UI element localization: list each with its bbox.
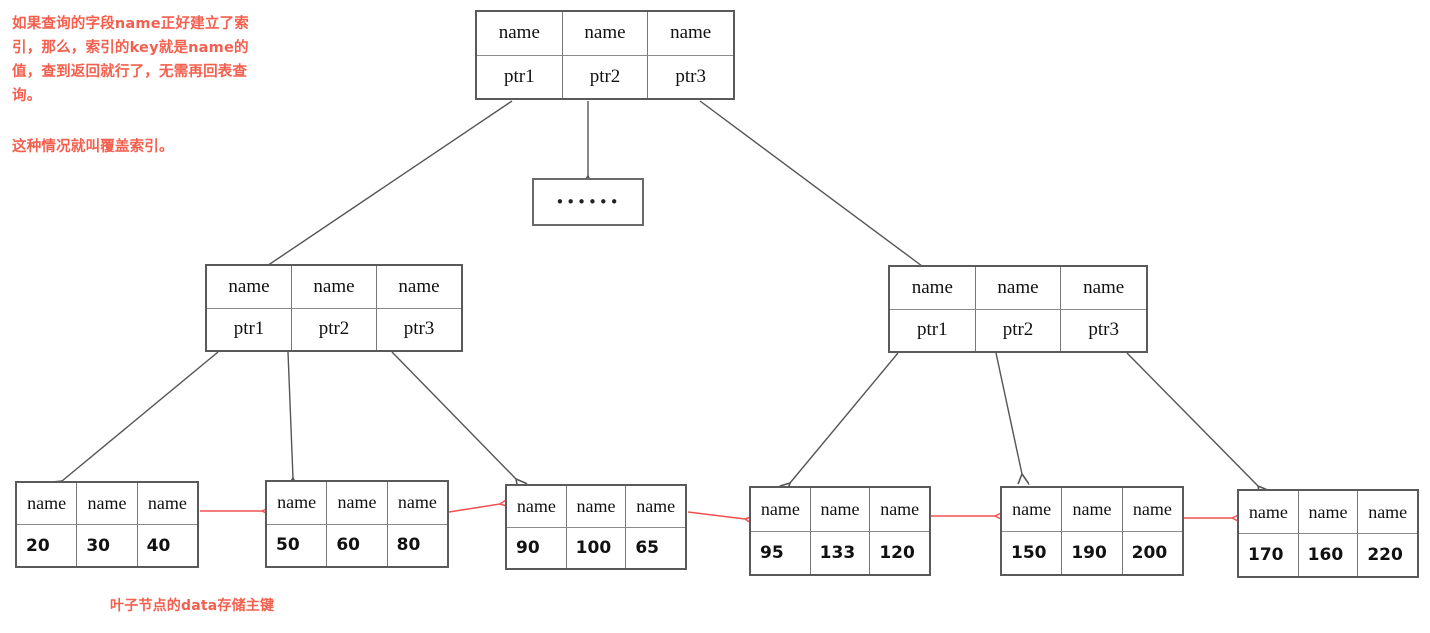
leaf-5-key-cell-3: name — [1132, 498, 1172, 519]
internal-node-right[interactable]: name name name ptr1 ptr2 ptr3 — [888, 265, 1148, 353]
leaf-1-key-cell-2: name — [77, 483, 138, 524]
leaf-5-data-cell-3: 200 — [1131, 542, 1168, 563]
leaf-1-key-cell-1: name — [17, 483, 78, 524]
root-key-row: name name name — [477, 12, 733, 56]
annotation-covering-index-term: 这种情况就叫覆盖索引。 — [12, 139, 174, 155]
internal-left-key-cell-2: name — [292, 266, 377, 308]
leaf-2-data-cell-3: 80 — [396, 535, 421, 556]
annotation-covering-index-explanation: 如果查询的字段name正好建立了索引，那么，索引的key就是name的值，查到返… — [12, 16, 249, 104]
leaf-2-data-cell-2: 60 — [327, 524, 388, 566]
leaf-3-data-cell-1: 90 — [507, 527, 567, 568]
leaf-node-4[interactable]: name name name 95 133 120 — [749, 486, 931, 576]
leaf-6-data-cell-3: 220 — [1367, 545, 1403, 565]
leaf-4-key-cell-2: name — [811, 488, 871, 531]
leaf-5-data-cell-2: 190 — [1062, 531, 1123, 574]
internal-node-left[interactable]: name name name ptr1 ptr2 ptr3 — [205, 264, 463, 352]
leaf-5-key-cell-2: name — [1062, 488, 1123, 531]
internal-right-key-cell-3: name — [1083, 276, 1125, 298]
leaf-5-data-cell-1: 150 — [1002, 531, 1063, 574]
internal-right-pointer-cell-3: ptr3 — [1088, 319, 1119, 341]
internal-left-key-cell-3: name — [398, 275, 440, 297]
leaf-1-data-cell-1: 20 — [17, 525, 78, 566]
leaf-4-data-cell-3: 120 — [879, 542, 915, 563]
root-pointer-cell-2: ptr2 — [563, 55, 649, 98]
leaf-3-data-cell-3: 65 — [635, 537, 660, 558]
leaf-2-key-cell-3: name — [397, 492, 437, 513]
root-key-cell-2: name — [563, 12, 649, 55]
leaf-4-key-cell-1: name — [751, 488, 811, 531]
leaf-1-data-row: 20 30 40 — [17, 525, 197, 566]
internal-left-pointer-cell-2: ptr2 — [292, 308, 377, 350]
leaf-node-1[interactable]: name name name 20 30 40 — [15, 481, 199, 568]
leaf-2-data-cell-1: 50 — [267, 524, 328, 566]
leaf-1-key-cell-3: name — [147, 493, 187, 513]
leaf-2-key-cell-2: name — [327, 482, 388, 524]
leaf-3-data-cell-2: 100 — [567, 527, 627, 568]
leaf-4-data-cell-1: 95 — [751, 531, 811, 574]
leaf-node-6[interactable]: name name name 170 160 220 — [1237, 489, 1419, 578]
leaf-6-key-cell-1: name — [1239, 491, 1299, 533]
leaf-5-key-cell-1: name — [1002, 488, 1063, 531]
internal-right-key-cell-2: name — [976, 267, 1062, 309]
internal-right-key-row: name name name — [890, 267, 1146, 310]
ellipsis-label: •••••• — [555, 193, 621, 211]
leaf-3-key-cell-2: name — [567, 486, 627, 527]
internal-right-pointer-cell-2: ptr2 — [976, 309, 1062, 351]
leaf-6-key-row: name name name — [1239, 491, 1417, 534]
root-node[interactable]: name name name ptr1 ptr2 ptr3 — [475, 10, 735, 100]
leaf-3-key-cell-1: name — [507, 486, 567, 527]
root-pointer-cell-1: ptr1 — [477, 55, 563, 98]
leaf-4-data-cell-2: 133 — [811, 531, 871, 574]
leaf-5-data-row: 150 190 200 — [1002, 531, 1182, 574]
internal-right-pointer-cell-1: ptr1 — [890, 309, 976, 351]
internal-left-pointer-cell-3: ptr3 — [403, 318, 435, 340]
leaf-6-key-cell-3: name — [1368, 501, 1408, 522]
leaf-4-key-row: name name name — [751, 488, 929, 532]
leaf-node-3[interactable]: name name name 90 100 65 — [505, 484, 687, 570]
leaf-6-data-row: 170 160 220 — [1239, 534, 1417, 576]
internal-left-pointer-cell-1: ptr1 — [207, 308, 292, 350]
root-pointer-cell-3: ptr3 — [675, 65, 706, 87]
leaf-6-data-cell-2: 160 — [1299, 534, 1359, 576]
root-key-cell-1: name — [477, 12, 563, 55]
leaf-2-key-cell-1: name — [267, 482, 328, 524]
leaf-2-data-row: 50 60 80 — [267, 524, 447, 566]
leaf-6-key-cell-2: name — [1299, 491, 1359, 533]
leaf-1-key-row: name name name — [17, 483, 197, 525]
internal-right-pointer-row: ptr1 ptr2 ptr3 — [890, 309, 1146, 351]
internal-right-key-cell-1: name — [890, 267, 976, 309]
leaf-1-data-cell-3: 40 — [146, 535, 171, 556]
internal-left-pointer-row: ptr1 ptr2 ptr3 — [207, 308, 461, 350]
leaf-4-data-row: 95 133 120 — [751, 531, 929, 574]
leaf-6-data-cell-1: 170 — [1239, 534, 1299, 576]
internal-left-key-row: name name name — [207, 266, 461, 309]
root-pointer-row: ptr1 ptr2 ptr3 — [477, 55, 733, 98]
leaf-node-2[interactable]: name name name 50 60 80 — [265, 480, 449, 568]
root-key-cell-3: name — [670, 22, 712, 44]
leaf-3-key-cell-3: name — [636, 495, 676, 516]
ellipsis-node: •••••• — [532, 178, 644, 226]
leaf-3-key-row: name name name — [507, 486, 685, 528]
leaf-2-key-row: name name name — [267, 482, 447, 525]
leaf-1-data-cell-2: 30 — [77, 525, 138, 566]
internal-left-key-cell-1: name — [207, 266, 292, 308]
annotation-leaf-stores-primary-key: 叶子节点的data存储主键 — [110, 598, 275, 614]
leaf-3-data-row: 90 100 65 — [507, 527, 685, 568]
leaf-5-key-row: name name name — [1002, 488, 1182, 532]
leaf-node-5[interactable]: name name name 150 190 200 — [1000, 486, 1184, 576]
leaf-4-key-cell-3: name — [880, 498, 920, 519]
